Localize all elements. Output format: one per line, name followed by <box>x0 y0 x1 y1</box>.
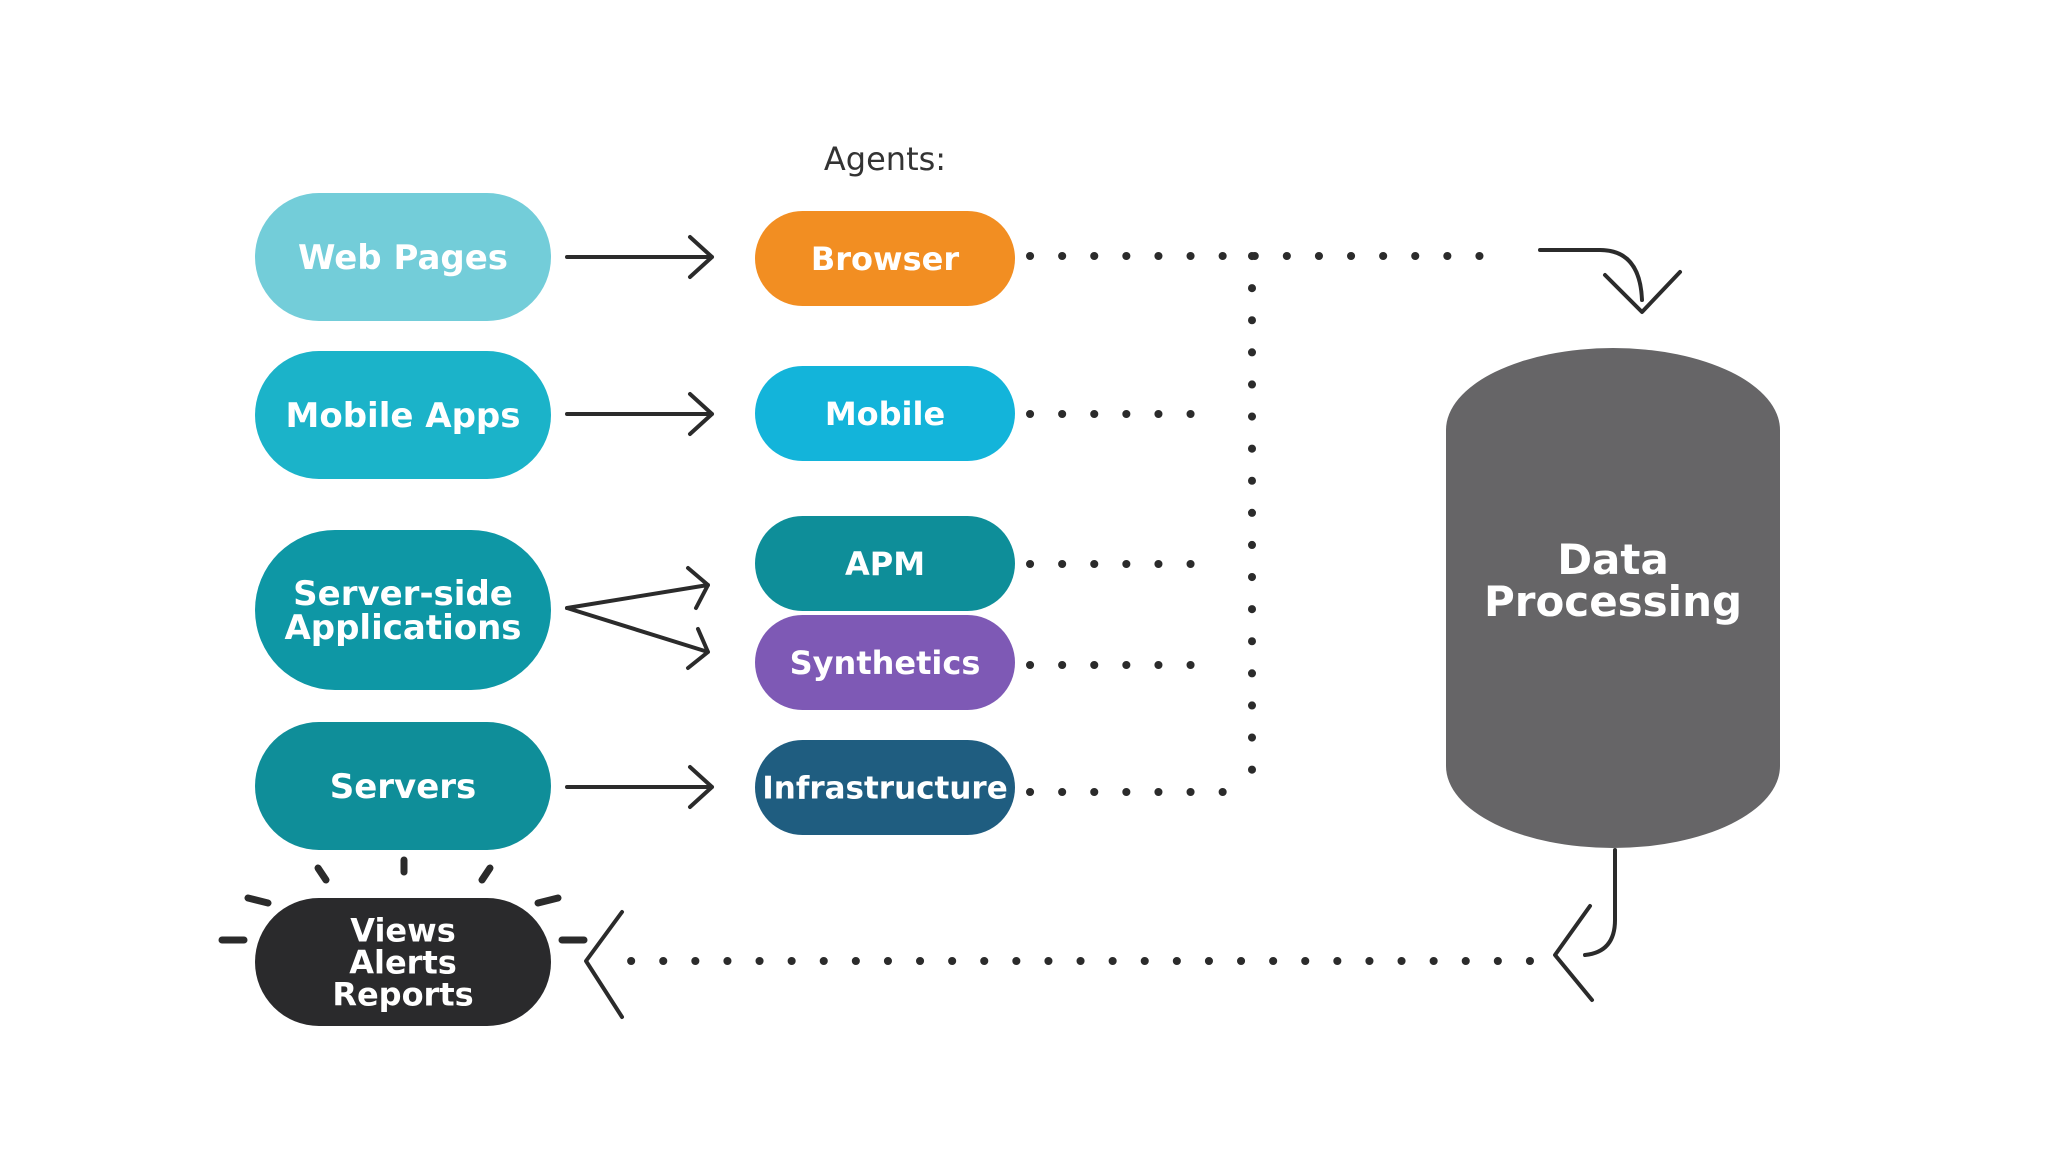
arrow-server-side-to-apm <box>565 566 710 610</box>
agent-infrastructure-label: Infrastructure <box>762 771 1008 807</box>
agent-mobile-label: Mobile <box>825 395 945 433</box>
agent-apm-label: APM <box>845 545 925 583</box>
label-line: Server-side <box>293 574 513 614</box>
arrow-servers-to-infrastructure <box>565 765 714 809</box>
arrow-web-pages-to-browser <box>565 235 714 279</box>
agent-mobile: Mobile <box>755 366 1015 461</box>
label-line: Synthetics <box>790 644 981 682</box>
arrow-into-output <box>584 910 624 1019</box>
agent-infrastructure: Infrastructure <box>755 740 1015 835</box>
source-mobile-apps: Mobile Apps <box>255 351 551 479</box>
agent-browser-label: Browser <box>811 240 959 278</box>
label-line: Views <box>350 912 455 950</box>
label-line: Applications <box>284 608 521 648</box>
label-line: Browser <box>811 240 959 278</box>
label-line: Mobile <box>825 395 945 433</box>
source-web-pages: Web Pages <box>255 193 551 321</box>
label-line: Mobile Apps <box>286 396 521 436</box>
source-to-agent-arrows <box>565 235 714 809</box>
label-line: Infrastructure <box>762 771 1008 807</box>
source-servers-label: Servers <box>330 767 477 807</box>
agent-synthetics-label: Synthetics <box>790 644 981 682</box>
label-line: Reports <box>332 976 473 1014</box>
arrow-server-side-to-synthetics <box>565 606 710 670</box>
label-line: Web Pages <box>298 238 508 278</box>
source-mobile-apps-label: Mobile Apps <box>286 396 521 436</box>
arrow-into-processing <box>1538 248 1682 314</box>
source-servers: Servers <box>255 722 551 850</box>
agent-browser: Browser <box>755 211 1015 306</box>
burst-marks <box>218 856 588 944</box>
arrow-mobile-apps-to-mobile <box>565 392 714 436</box>
label-line: Alerts <box>349 944 457 982</box>
label-line: Data <box>1557 535 1669 584</box>
agents-heading: Agents: <box>824 140 946 178</box>
agent-synthetics: Synthetics <box>755 615 1015 710</box>
label-line: Processing <box>1484 577 1742 626</box>
agent-apm: APM <box>755 516 1015 611</box>
source-web-pages-label: Web Pages <box>298 238 508 278</box>
label-line: APM <box>845 545 925 583</box>
arrow-out-of-processing <box>1553 848 1617 1002</box>
agent-to-processing-dotted-lines <box>1026 252 1514 796</box>
label-line: Servers <box>330 767 477 807</box>
